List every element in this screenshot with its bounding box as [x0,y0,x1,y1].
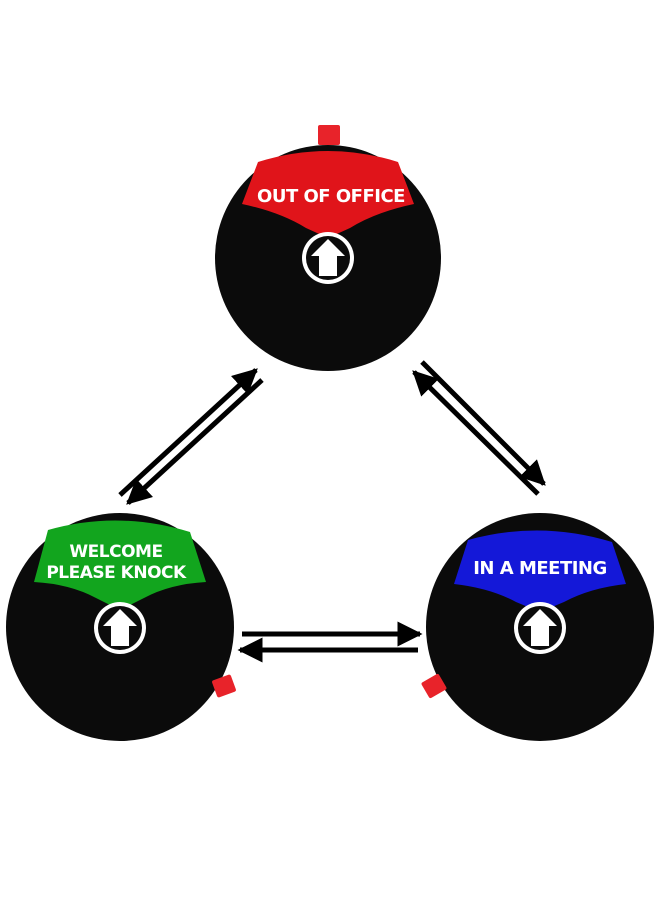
double-arrow-icon [412,360,546,496]
status-label: IN A MEETING [473,558,607,579]
sign-tab [421,673,447,699]
up-arrow-icon [94,602,146,654]
status-label: OUT OF OFFICE [257,186,405,207]
double-arrow-icon [118,368,264,505]
sign-in-a-meeting: IN A MEETING [421,513,654,741]
up-arrow-icon [302,232,354,284]
status-label: WELCOME [69,542,162,562]
sign-welcome-please-knock: WELCOME PLEASE KNOCK [6,513,236,741]
up-arrow-icon [514,602,566,654]
sign-tab [318,125,340,145]
double-arrow-icon [237,621,423,663]
status-window [34,520,206,610]
status-window [242,151,414,238]
status-label: PLEASE KNOCK [46,563,187,583]
sign-out-of-office: OUT OF OFFICE [215,125,441,371]
status-window [454,530,626,612]
sign-tab [212,674,236,698]
